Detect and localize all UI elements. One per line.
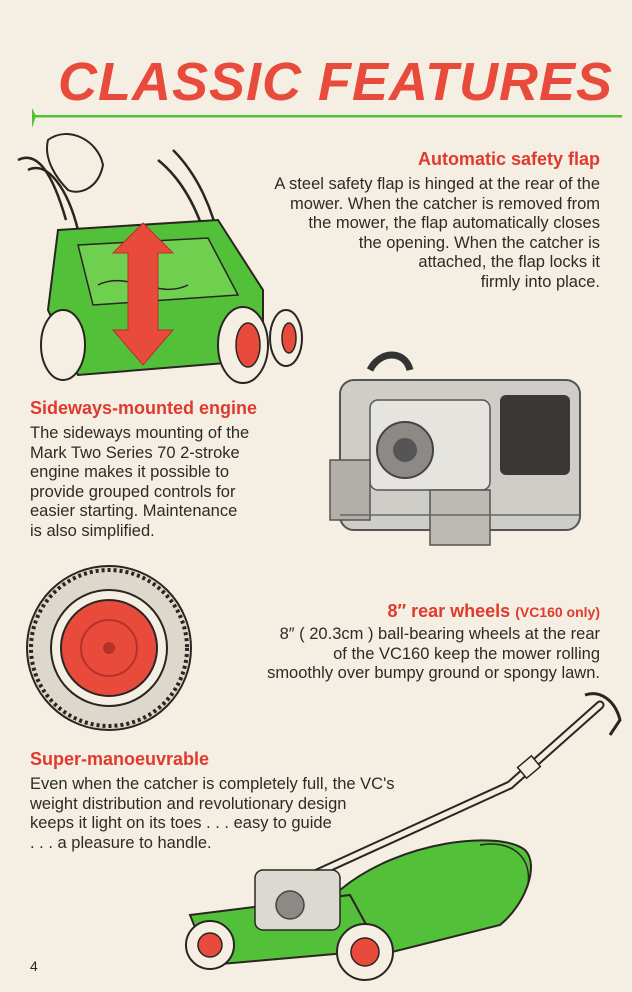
text-line: Mark Two Series 70 2-stroke: [30, 443, 240, 462]
text-line: 8″ ( 20.3cm ) ball-bearing wheels at the…: [279, 625, 600, 643]
rear-wheels-text: 8″ ( 20.3cm ) ball-bearing wheels at the…: [160, 625, 600, 684]
safety-flap-text: A steel safety flap is hinged at the rea…: [160, 175, 600, 292]
text-line: A steel safety flap is hinged at the rea…: [274, 175, 600, 193]
text-line: Even when the catcher is completely full…: [30, 775, 395, 793]
text-line: of the VC160 keep the mower rolling: [333, 644, 600, 663]
text-line: is also simplified.: [30, 521, 155, 540]
safety-flap-illustration: [17, 133, 303, 384]
rear-wheels-heading: 8″ rear wheels (VC160 only): [387, 600, 600, 623]
rear-wheels-model-note: (VC160 only): [515, 604, 600, 620]
engine-text: The sideways mounting of the Mark Two Se…: [30, 424, 300, 541]
text-line: attached, the flap locks it: [418, 253, 600, 271]
rear-wheel-illustration: [26, 565, 192, 731]
text-line: . . . a pleasure to handle.: [30, 833, 212, 852]
text-line: weight distribution and revolutionary de…: [30, 794, 347, 813]
text-line: easier starting. Maintenance: [30, 502, 238, 520]
page-title: CLASSIC FEATURES: [58, 52, 614, 112]
text-line: smoothly over bumpy ground or spongy law…: [267, 664, 600, 682]
text-line: The sideways mounting of the: [30, 424, 250, 442]
engine-heading: Sideways-mounted engine: [30, 398, 258, 418]
page-number: 4: [30, 958, 38, 974]
mower-illustration: [185, 692, 622, 981]
rear-wheels-title: 8″ rear wheels: [387, 601, 511, 621]
text-line: the opening. When the catcher is: [358, 233, 600, 252]
manoeuvrable-heading: Super-manoeuvrable: [30, 749, 210, 769]
text-line: provide grouped controls for: [30, 482, 236, 501]
text-line: the mower, the flap automatically closes: [308, 214, 600, 232]
engine-photo: [329, 351, 581, 546]
text-line: firmly into place.: [480, 272, 600, 291]
title-underline: [32, 108, 622, 128]
text-line: engine makes it possible to: [30, 463, 230, 481]
text-line: mower. When the catcher is removed from: [290, 194, 600, 213]
text-line: keeps it light on its toes . . . easy to…: [30, 814, 332, 832]
manoeuvrable-text: Even when the catcher is completely full…: [30, 775, 500, 853]
safety-flap-heading: Automatic safety flap: [417, 149, 600, 169]
